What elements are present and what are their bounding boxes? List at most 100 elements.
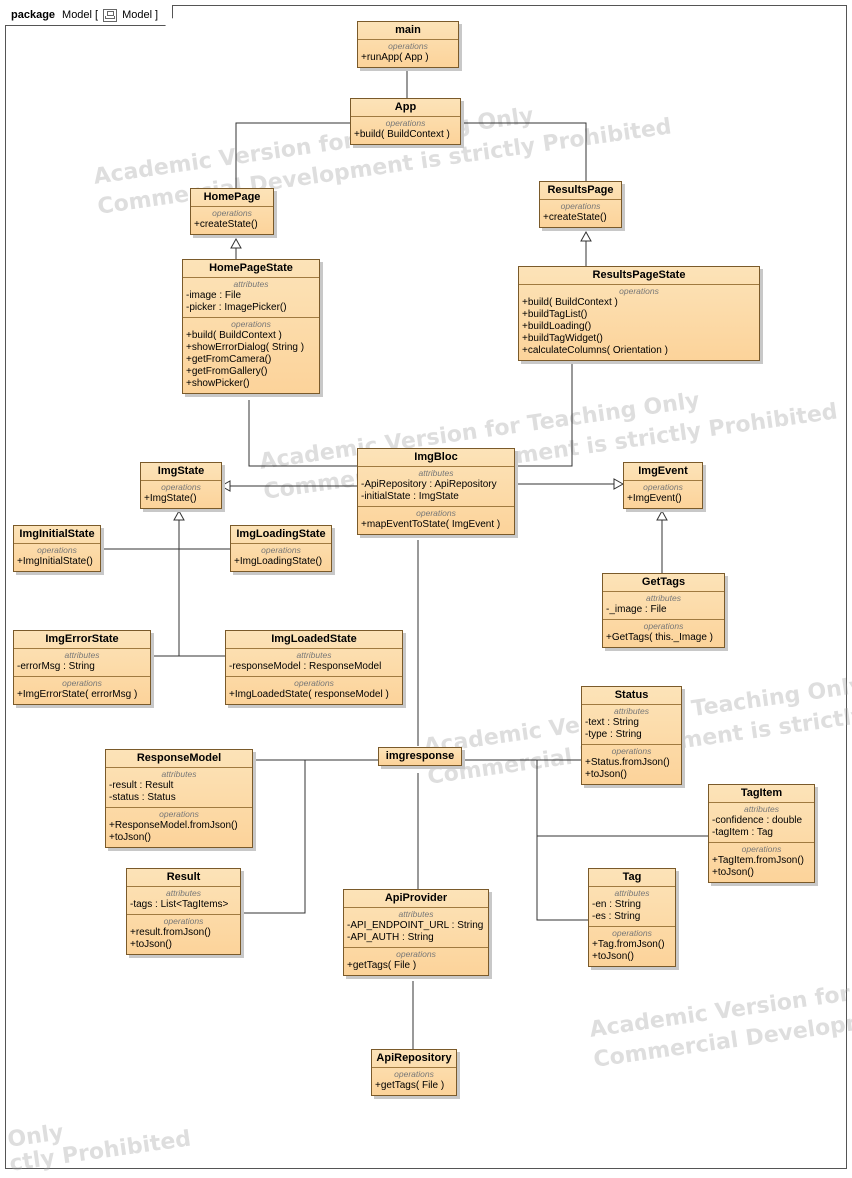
operations-section: operations +build( BuildContext ) +showE… (183, 317, 319, 393)
operation: +createState() (543, 212, 607, 223)
operations-label: operations (643, 482, 683, 492)
class-tagitem[interactable]: TagItem attributes -confidence : double … (708, 784, 815, 883)
operations-label: operations (163, 916, 204, 926)
attributes-label: attributes (161, 769, 197, 779)
class-main[interactable]: main operations +runApp( App ) (357, 21, 459, 68)
attribute: -tags : List<TagItems> (130, 899, 229, 910)
class-name: HomePageState (209, 262, 293, 274)
class-name: HomePage (203, 191, 261, 203)
class-apiprovider[interactable]: ApiProvider attributes -API_ENDPOINT_URL… (343, 889, 489, 976)
package-keyword: package (11, 9, 56, 21)
class-apirepository[interactable]: ApiRepository operations +getTags( File … (371, 1049, 457, 1096)
attributes-label: attributes (296, 650, 332, 660)
class-imginitialstate[interactable]: ImgInitialState operations +ImgInitialSt… (13, 525, 101, 572)
attribute: -tagItem : Tag (712, 827, 773, 838)
class-imgbloc[interactable]: ImgBloc attributes -ApiRepository : ApiR… (357, 448, 515, 535)
attribute: -type : String (585, 729, 642, 740)
attribute: -confidence : double (712, 815, 803, 826)
attribute: -API_AUTH : String (347, 932, 434, 943)
attribute: -text : String (585, 717, 639, 728)
operations-label: operations (643, 621, 684, 631)
operations-section: operations +ImgLoadingState() (231, 543, 331, 571)
operation: +getTags( File ) (375, 1080, 445, 1091)
operations-section: operations +build( BuildContext ) (351, 116, 460, 144)
class-resultspagestate[interactable]: ResultsPageState operations +build( Buil… (518, 266, 760, 361)
attribute: -result : Result (109, 780, 174, 791)
operations-label: operations (394, 1069, 434, 1079)
class-name: Result (166, 871, 201, 883)
operation: +build( BuildContext ) (186, 330, 282, 341)
attribute: -errorMsg : String (17, 661, 95, 672)
class-imgstate[interactable]: ImgState operations +ImgState() (140, 462, 222, 509)
operations-section: operations +ImgErrorState( errorMsg ) (14, 676, 150, 704)
class-imgevent[interactable]: ImgEvent operations +ImgEvent() (623, 462, 703, 509)
class-name: ApiRepository (376, 1052, 452, 1064)
operation: +ImgInitialState() (17, 556, 93, 567)
attribute: -picker : ImagePicker() (186, 302, 287, 313)
class-app[interactable]: App operations +build( BuildContext ) (350, 98, 461, 145)
operations-section: operations +ImgEvent() (624, 480, 702, 508)
attributes-label: attributes (166, 888, 201, 898)
class-name: Status (614, 689, 649, 701)
operations-section: operations +Status.fromJson() +toJson() (582, 744, 681, 784)
class-gettags[interactable]: GetTags attributes -_image : File operat… (602, 573, 725, 648)
class-homepage[interactable]: HomePage operations +createState() (190, 188, 274, 235)
operations-label: operations (231, 319, 271, 329)
operation: +createState() (194, 219, 258, 230)
attribute: -_image : File (606, 604, 667, 615)
operation: +ImgEvent() (627, 493, 682, 504)
attributes-label: attributes (233, 279, 269, 289)
attribute: -image : File (186, 290, 242, 301)
operations-section: operations +Tag.fromJson() +toJson() (589, 926, 675, 966)
operations-section: operations +createState() (540, 199, 621, 227)
attributes-section: attributes -errorMsg : String (14, 648, 150, 676)
package-stereo-name: Model (122, 9, 153, 21)
attribute: -initialState : ImgState (361, 491, 459, 502)
class-tag[interactable]: Tag attributes -en : String -es : String… (588, 868, 676, 967)
class-name: ImgEvent (638, 465, 688, 477)
attribute: -ApiRepository : ApiRepository (361, 479, 497, 490)
operation: +mapEventToState( ImgEvent ) (361, 519, 501, 530)
attribute: -status : Status (109, 792, 176, 803)
operation: +TagItem.fromJson() (712, 855, 804, 866)
operations-label: operations (261, 545, 301, 555)
operations-label: operations (560, 201, 601, 211)
operations-label: operations (212, 208, 252, 218)
operations-section: operations +build( BuildContext ) +build… (519, 284, 759, 360)
attributes-label: attributes (398, 909, 434, 919)
operations-section: operations +ImgInitialState() (14, 543, 100, 571)
class-imgloadingstate[interactable]: ImgLoadingState operations +ImgLoadingSt… (230, 525, 332, 572)
operations-label: operations (611, 746, 652, 756)
operation: +toJson() (585, 769, 627, 780)
class-imgresponse[interactable]: imgresponse (378, 747, 462, 766)
operations-label: operations (159, 809, 199, 819)
attributes-label: attributes (418, 468, 454, 478)
attribute: -responseModel : ResponseModel (229, 661, 382, 672)
class-status[interactable]: Status attributes -text : String -type :… (581, 686, 682, 785)
class-imgerrorstate[interactable]: ImgErrorState attributes -errorMsg : Str… (13, 630, 151, 705)
class-name: ImgLoadedState (271, 633, 357, 645)
operation: +toJson() (592, 951, 634, 962)
operation: +Status.fromJson() (585, 757, 670, 768)
operation: +build( BuildContext ) (354, 129, 450, 140)
operation: +GetTags( this._Image ) (606, 632, 713, 643)
operations-section: operations +getTags( File ) (372, 1067, 456, 1095)
operation: +ImgState() (144, 493, 197, 504)
operation: +build( BuildContext ) (522, 297, 618, 308)
class-name: main (395, 24, 421, 36)
attributes-section: attributes -image : File -picker : Image… (183, 277, 319, 317)
package-tab: package Model[ Model] (5, 5, 173, 26)
attributes-label: attributes (646, 593, 681, 603)
class-name: ApiProvider (384, 892, 448, 904)
operations-label: operations (741, 844, 782, 854)
class-name: ImgErrorState (45, 633, 119, 645)
operation: +ResponseModel.fromJson() (109, 820, 238, 831)
class-result[interactable]: Result attributes -tags : List<TagItems>… (126, 868, 241, 955)
class-homepagestate[interactable]: HomePageState attributes -image : File -… (182, 259, 320, 394)
class-imgloadedstate[interactable]: ImgLoadedState attributes -responseModel… (225, 630, 403, 705)
operation: +ImgLoadedState( responseModel ) (229, 689, 389, 700)
operations-section: operations +result.fromJson() +toJson() (127, 914, 240, 954)
class-resultspage[interactable]: ResultsPage operations +createState() (539, 181, 622, 228)
class-responsemodel[interactable]: ResponseModel attributes -result : Resul… (105, 749, 253, 848)
operation: +toJson() (712, 867, 754, 878)
